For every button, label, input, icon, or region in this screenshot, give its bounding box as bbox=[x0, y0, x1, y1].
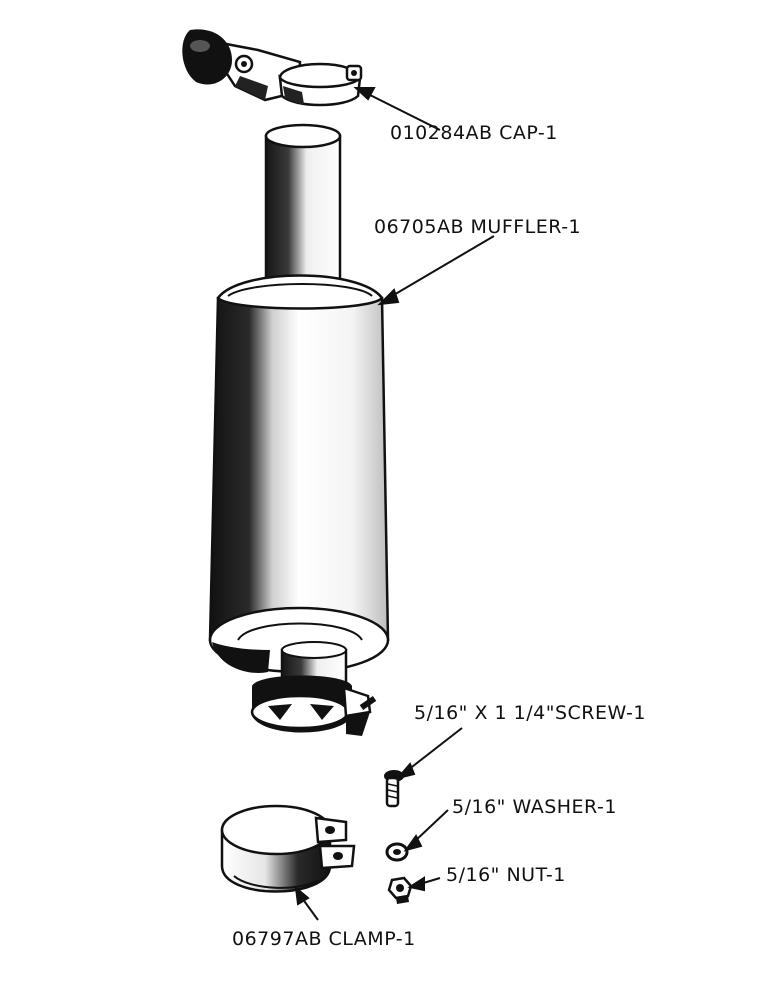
nut-label: 5/16" NUT-1 bbox=[446, 864, 566, 886]
leader-lines bbox=[294, 87, 495, 921]
cap-label: 010284AB CAP-1 bbox=[390, 122, 558, 144]
clamp-part bbox=[220, 804, 356, 893]
nut-leader-arrow bbox=[407, 876, 425, 892]
washer-part bbox=[385, 842, 409, 862]
clamp-label: 06797AB CLAMP-1 bbox=[232, 928, 416, 950]
washer-leader-arrow bbox=[403, 834, 423, 852]
clamp-leader-arrow bbox=[294, 885, 310, 906]
screw-leader-arrow bbox=[395, 762, 416, 780]
screw-part bbox=[384, 770, 404, 808]
cap-leader-arrow bbox=[353, 87, 376, 101]
washer-label: 5/16" WASHER-1 bbox=[452, 796, 617, 818]
muffler-part bbox=[208, 123, 390, 736]
muffler-leader-arrow bbox=[377, 288, 400, 306]
screw-label: 5/16" X 1 1/4"SCREW-1 bbox=[414, 702, 646, 724]
cap-part bbox=[182, 29, 363, 107]
muffler-label: 06705AB MUFFLER-1 bbox=[374, 216, 582, 238]
nut-part bbox=[387, 876, 413, 904]
